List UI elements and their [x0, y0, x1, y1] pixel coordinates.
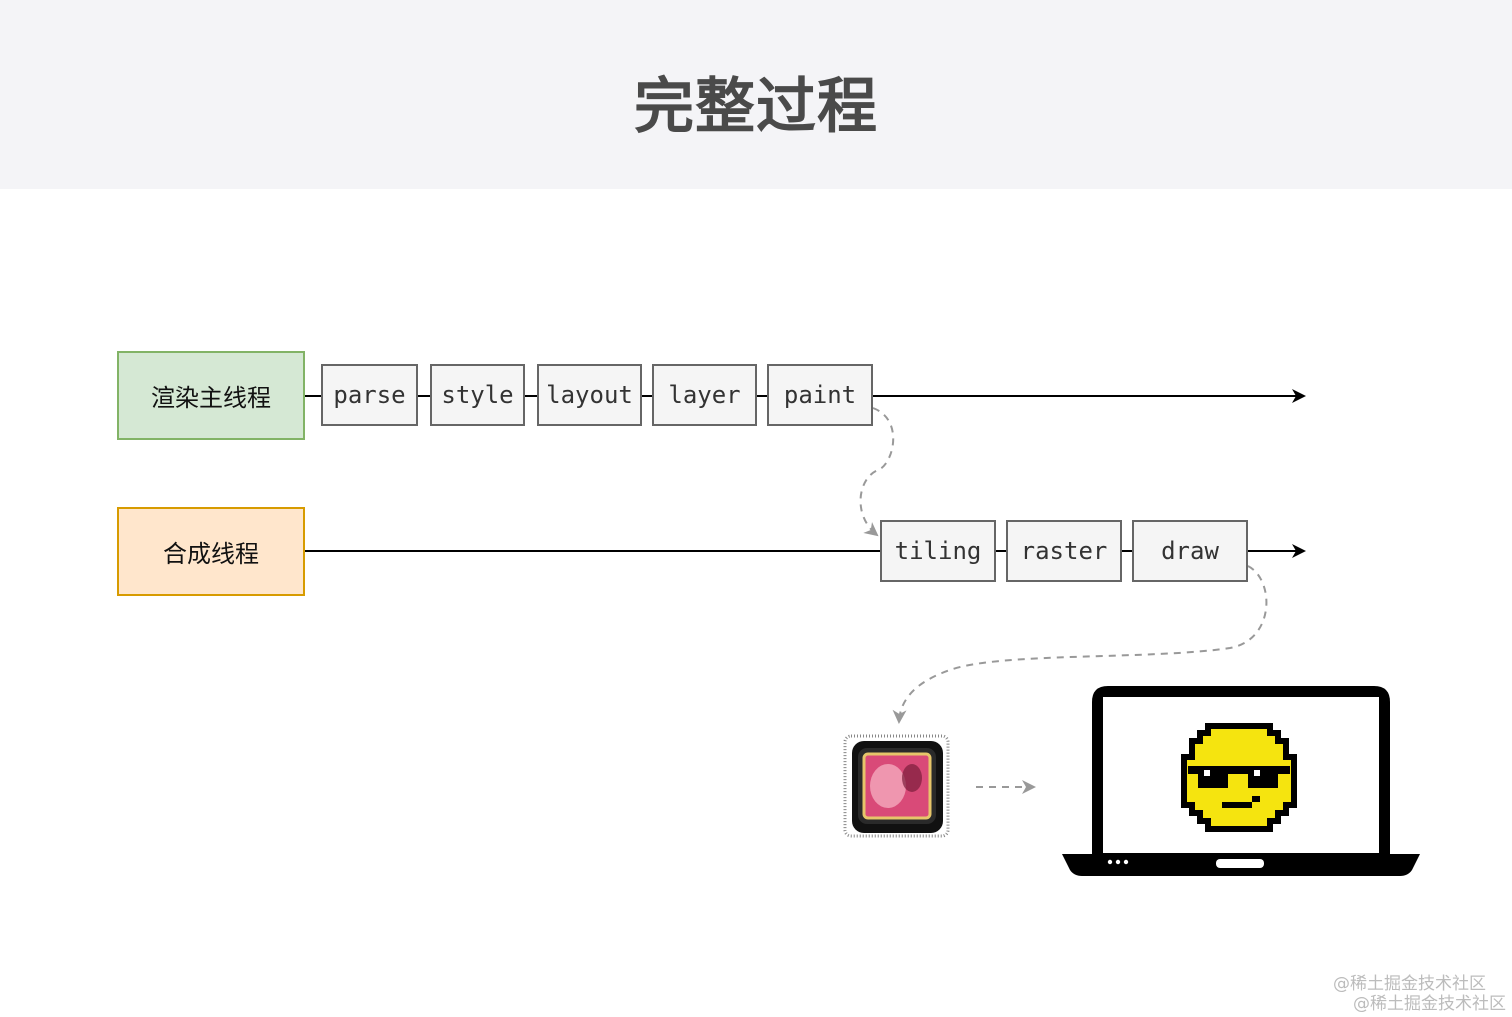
- step-paint: paint: [767, 364, 873, 426]
- header-band: 完整过程: [0, 0, 1512, 189]
- step-layer: layer: [652, 364, 757, 426]
- page-title: 完整过程: [634, 72, 878, 142]
- step-layout: layout: [537, 364, 642, 426]
- main-thread-label-text: 渲染主线程: [151, 384, 271, 412]
- step-style: style: [430, 364, 525, 426]
- draw-to-gpu-arrow: [892, 565, 1268, 724]
- step-draw: draw: [1132, 520, 1248, 582]
- sunglasses-smiley-icon: [1181, 723, 1297, 832]
- step-tiling: tiling: [880, 520, 996, 582]
- compositor-thread-label: 合成线程: [117, 507, 305, 596]
- step-raster: raster: [1006, 520, 1122, 582]
- paint-to-tiling-arrow: [859, 407, 895, 537]
- watermark-line-1: @稀土掘金技术社区: [1333, 974, 1486, 994]
- step-parse: parse: [321, 364, 418, 426]
- compositor-thread-label-text: 合成线程: [163, 540, 259, 568]
- gpu-chip-icon: [843, 734, 950, 838]
- main-thread-label: 渲染主线程: [117, 351, 305, 440]
- watermark-line-2: @稀土掘金技术社区: [1353, 994, 1506, 1014]
